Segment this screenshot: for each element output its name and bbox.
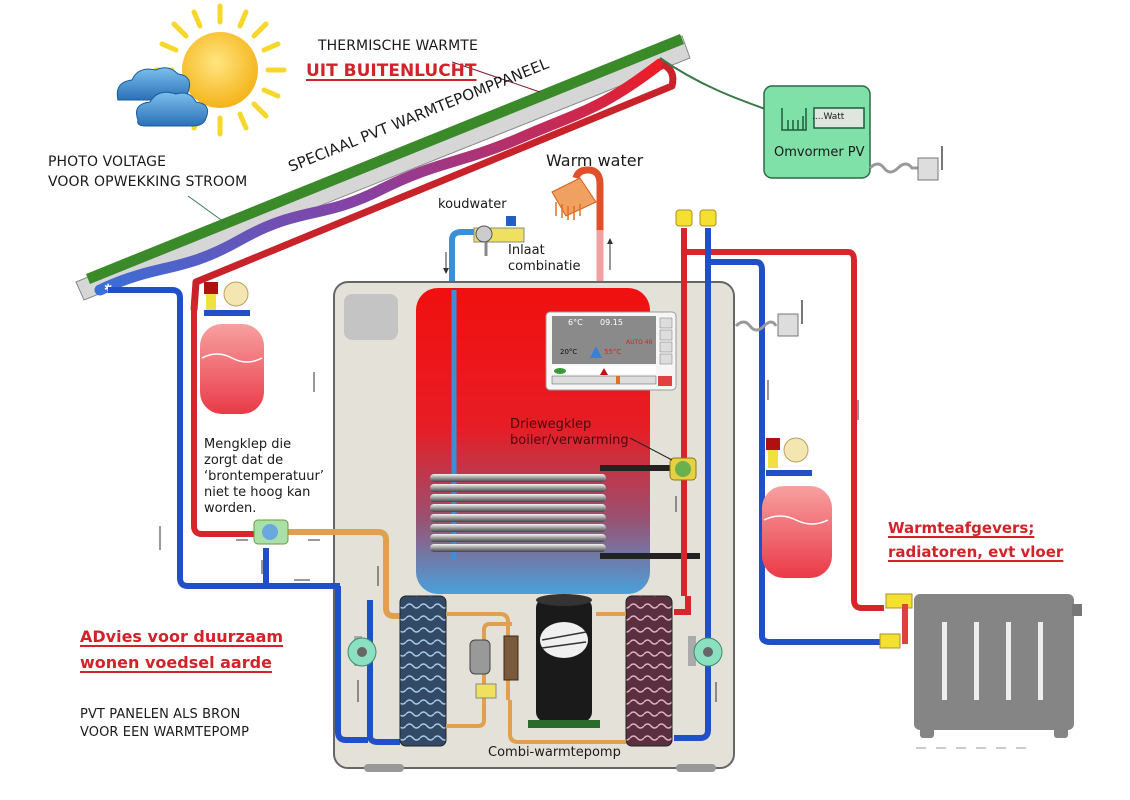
inverter-label: Omvormer PV	[774, 145, 865, 160]
label-warm-water: Warm water	[546, 151, 644, 170]
expansion-vessel-source	[200, 281, 264, 414]
label-mixing-valve-1: Mengklep die	[204, 437, 292, 452]
label-mixing-valve-5: worden.	[204, 501, 257, 516]
label-outside-air: UIT BUITENLUCHT	[306, 61, 477, 81]
subtitle-1: PVT PANELEN ALS BRON	[80, 707, 241, 722]
advice-title-1: ADvies voor duurzaam	[80, 627, 284, 646]
pvt-panel: ✱	[75, 34, 691, 301]
pv-cable	[659, 57, 769, 111]
leader-pv	[187, 195, 225, 223]
housing-foot	[676, 764, 716, 772]
sensor-icon	[777, 313, 799, 337]
label-mixing-valve-4: niet te hoog kan	[204, 485, 311, 500]
pipe-cold-water-inlet	[449, 229, 476, 580]
subtitle-2: VOOR EEN WARMTEPOMP	[80, 725, 250, 740]
pv-inverter	[763, 85, 943, 181]
pipe-refrigerant-to-hx	[282, 529, 410, 619]
pipe-panel-hot-return	[190, 60, 677, 311]
compressor-icon	[528, 594, 600, 728]
pipe-hp-left-return	[367, 600, 400, 745]
expansion-vessel-heating	[762, 437, 832, 578]
inlet-valve-icon	[473, 216, 525, 256]
label-heat-emitters: Warmteafgevers;	[888, 519, 1035, 537]
leader-three-way	[629, 437, 673, 461]
controller-water-temp: 55°C	[604, 348, 622, 356]
controller-indoor-temp: 20°C	[560, 348, 578, 356]
expansion-coil	[503, 635, 519, 681]
advice-title-2: wonen voedsel aarde	[80, 653, 272, 672]
leader-thermal	[451, 61, 541, 93]
three-way-valve-icon	[669, 457, 697, 481]
heating-coil	[430, 465, 700, 559]
pipe-source-supply	[108, 287, 266, 589]
cloud-icon	[116, 67, 209, 127]
housing-foot	[364, 764, 404, 772]
pipe-hp-right-flow	[674, 596, 691, 615]
circulation-pump-right	[688, 636, 723, 667]
refrigerant-circuit	[446, 612, 626, 744]
label-cold-water: koudwater	[438, 197, 507, 212]
eco-icon	[554, 368, 566, 374]
pipe-heating-flow	[681, 228, 884, 611]
housing-panel	[344, 294, 398, 340]
label-combination: combinatie	[508, 259, 581, 274]
pipe-source-hot	[191, 300, 254, 537]
label-three-way-valve: Driewegklep	[510, 417, 592, 432]
flow-arrows	[159, 372, 859, 702]
label-thermal-heat: THERMISCHE WARMTE	[318, 38, 478, 54]
pipe-hp-right-return	[674, 596, 711, 741]
shower-head-icon	[551, 166, 604, 300]
filter-dryer-icon	[469, 639, 491, 675]
water-drop-icon	[590, 346, 602, 358]
air-vent-icon	[675, 209, 717, 227]
expansion-valve-icon	[475, 683, 497, 699]
label-mixing-valve-3: ‘brontemperatuur’	[204, 469, 325, 484]
label-photovoltage: PHOTO VOLTAGE	[48, 154, 167, 170]
inverter-display: ....Watt	[812, 112, 845, 122]
bar-meter-icon	[781, 108, 807, 131]
warning-icon	[600, 368, 608, 375]
controller-time: 09.15	[600, 318, 623, 327]
mixing-valve-icon	[253, 519, 289, 545]
label-inlet: Inlaat	[508, 243, 545, 258]
controller-outdoor-temp: 6°C	[568, 318, 583, 327]
circulation-pump-left	[347, 636, 377, 667]
controller-panel[interactable]	[545, 311, 677, 391]
controller-mode: AUTO 46	[626, 339, 653, 346]
evaporator	[399, 595, 447, 747]
radiator-icon	[879, 593, 1082, 749]
condenser	[625, 595, 673, 747]
label-combi-heat-pump: Combi-warmtepomp	[488, 745, 621, 760]
label-mixing-valve-2: zorgt dat de	[204, 453, 284, 468]
sensor-cable	[734, 320, 778, 332]
label-power-generation: VOOR OPWEKKING STROOM	[48, 174, 248, 190]
label-boiler-heating: boiler/verwarming	[510, 433, 629, 448]
label-radiators: radiatoren, evt vloer	[888, 543, 1064, 561]
pipe-source-return	[263, 548, 368, 743]
